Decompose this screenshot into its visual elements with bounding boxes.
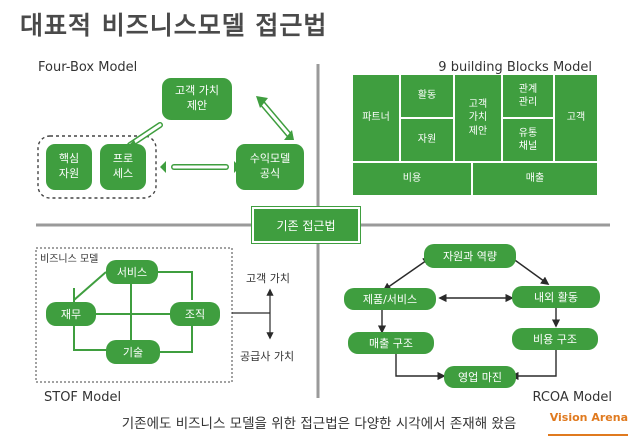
channels-block: 유통 채널 (502, 118, 554, 162)
rcoa-arrow (382, 257, 432, 291)
arrow-head (284, 130, 294, 140)
value-proposition-block: 고객 가치 제안 (454, 74, 502, 162)
four-box-arrow-left (127, 122, 163, 148)
profit-formula-box: 수익모델 공식 (236, 144, 304, 190)
logo-underline (548, 434, 628, 436)
internal-external-activities-pill: 내외 활동 (512, 286, 600, 308)
core-resources-box: 핵심 자원 (46, 144, 92, 190)
four-box-caption: Four-Box Model (38, 60, 138, 75)
revenue-structure-pill: 매출 구조 (348, 332, 434, 354)
four-box-dashed-frame (37, 135, 157, 199)
center-approach-box: 기존 접근법 (252, 207, 360, 243)
rcoa-arrow (395, 350, 446, 381)
relationship-block: 관계 관리 (502, 74, 554, 118)
arrow-head (160, 161, 166, 173)
stof-link (160, 326, 193, 353)
supplier-value-label: 공급사 가치 (240, 350, 295, 363)
operating-margin-pill: 영업 마진 (444, 366, 516, 388)
organization-pill: 조직 (170, 302, 220, 326)
customer-value-box: 고객 가치 제안 (162, 78, 232, 120)
vision-arena-logo: Vision Arena (548, 411, 628, 443)
rcoa-arrow (511, 257, 550, 285)
rcoa-caption: RCOA Model (532, 390, 612, 405)
technology-pill: 기술 (106, 340, 160, 364)
revenue-block: 매출 (472, 162, 598, 196)
customers-block: 고객 (554, 74, 598, 162)
rcoa-arrow (510, 346, 557, 381)
customer-value-label: 고객 가치 (246, 272, 290, 285)
process-box: 프로 세스 (100, 144, 146, 190)
resources-block: 자원 (400, 118, 454, 162)
footer-note: 기존에도 비즈니스 모델을 위한 접근법은 다양한 시각에서 존재해 왔음 (121, 416, 517, 432)
stof-link (73, 271, 107, 301)
arrow-head (256, 96, 268, 108)
business-model-frame-label: 비즈니스 모델 (40, 254, 99, 265)
four-box-arrow-right (259, 100, 293, 139)
activities-block: 활동 (400, 74, 454, 118)
service-pill: 서비스 (106, 260, 158, 284)
cost-block: 비용 (352, 162, 472, 196)
finance-pill: 재무 (46, 302, 96, 326)
nine-blocks-caption: 9 building Blocks Model (438, 60, 592, 75)
logo-text: Vision Arena (549, 411, 628, 424)
stof-link (156, 271, 193, 300)
page-title: 대표적 비즈니스모델 접근법 (20, 11, 328, 40)
partner-block: 파트너 (352, 74, 400, 162)
resources-capabilities-pill: 자원과 역량 (424, 244, 516, 268)
products-services-pill: 제품/서비스 (344, 288, 436, 310)
stof-frame (35, 247, 233, 383)
cost-structure-pill: 비용 구조 (512, 328, 598, 350)
stof-caption: STOF Model (44, 390, 122, 405)
